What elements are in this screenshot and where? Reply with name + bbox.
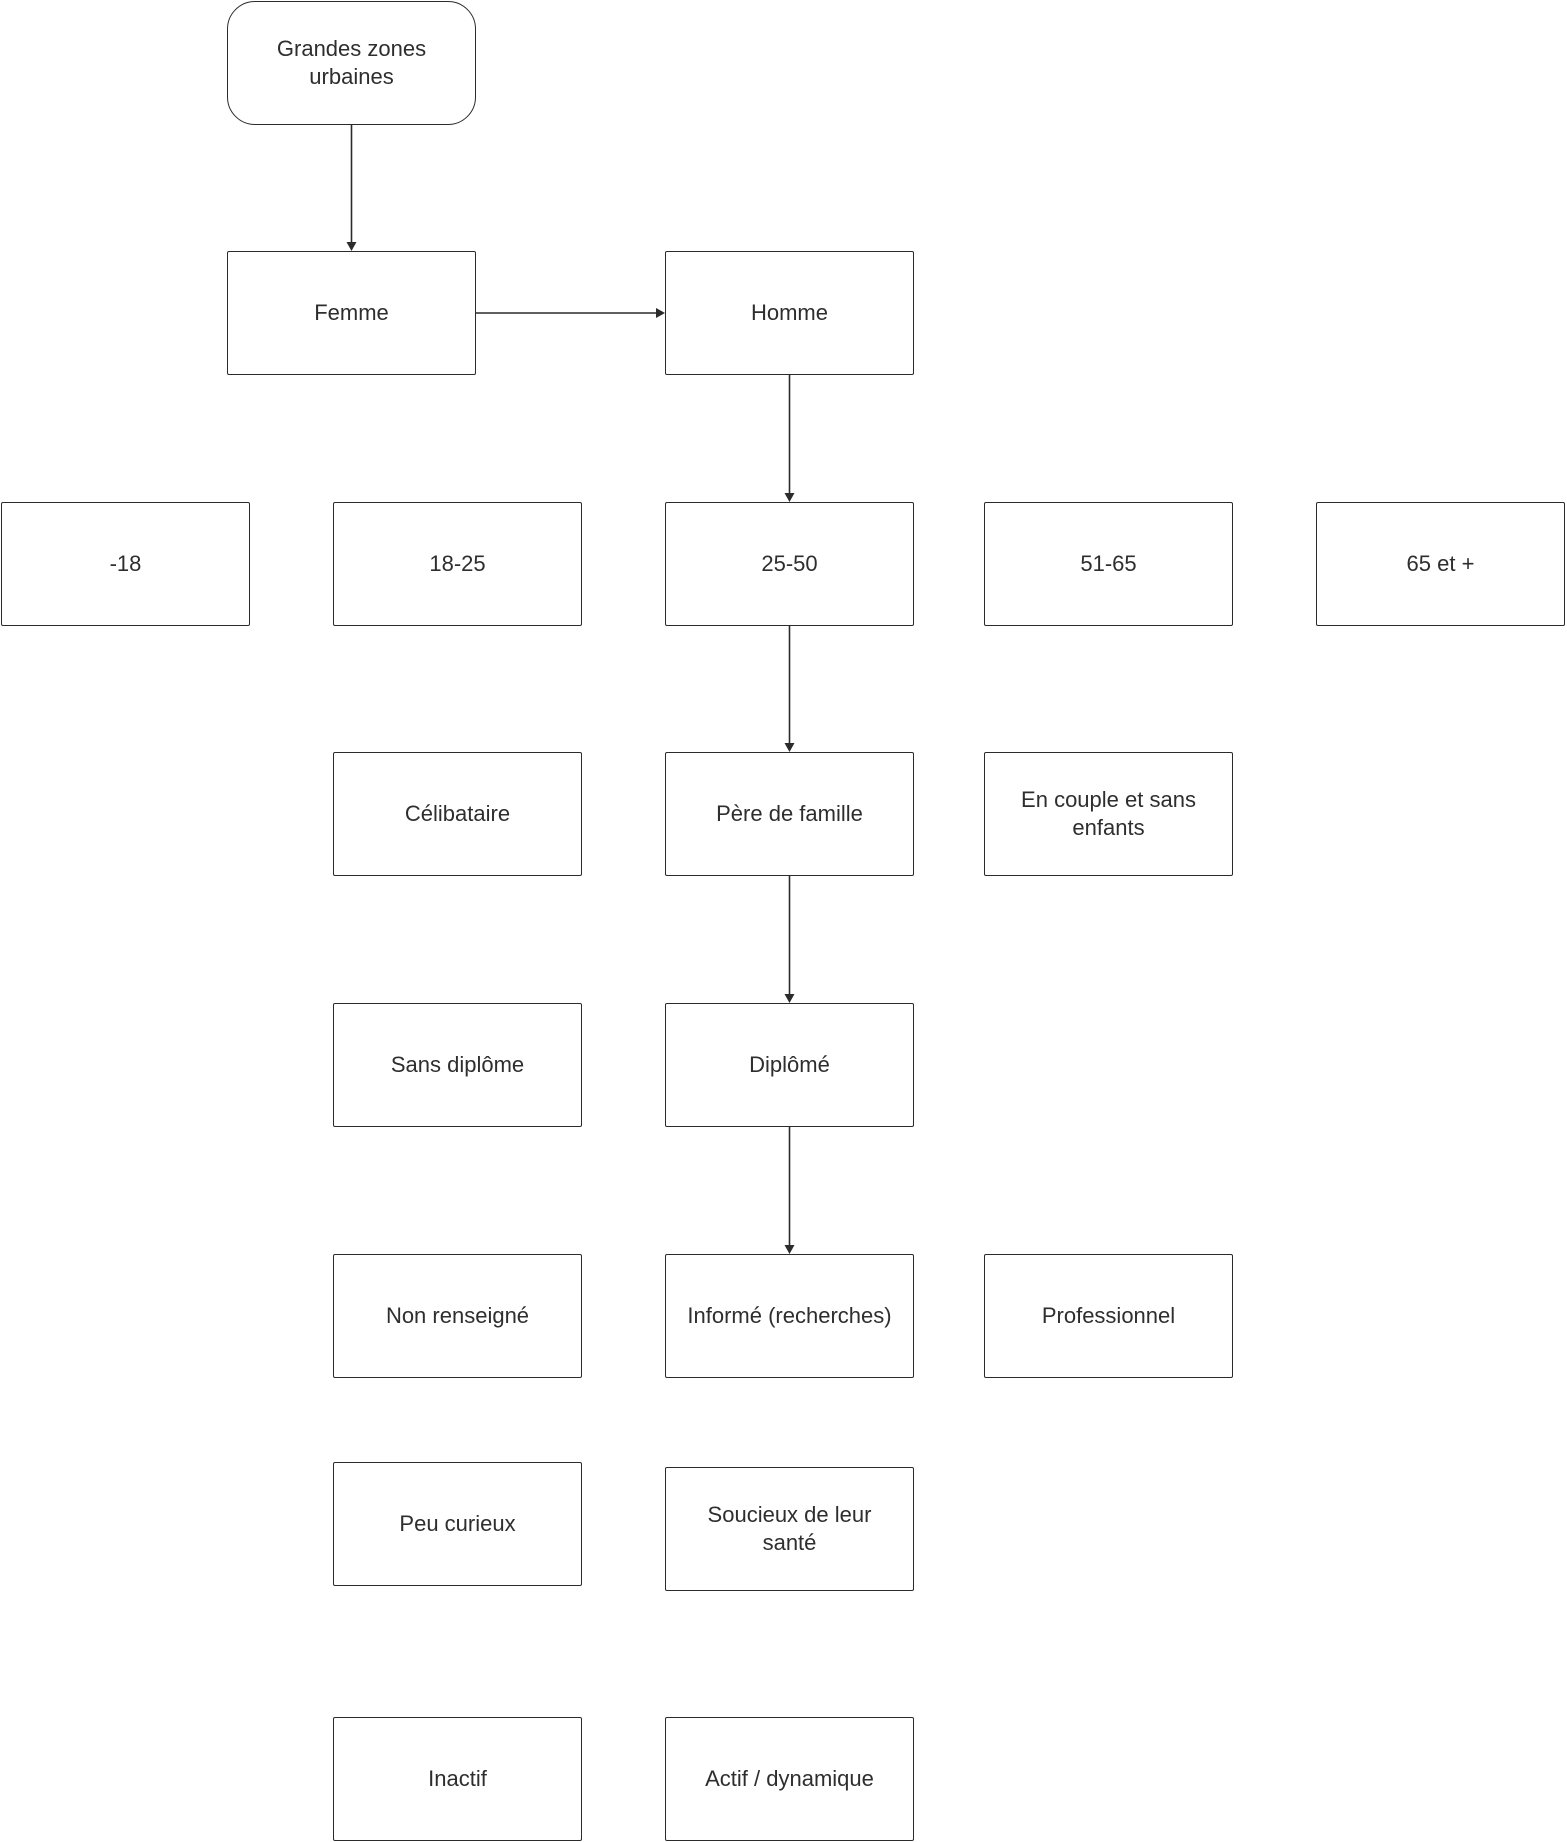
node-age-18-25[interactable]: 18-25 [333,502,582,626]
node-label: Père de famille [716,801,863,826]
node-inactif[interactable]: Inactif [333,1717,582,1841]
node-age-moins-18[interactable]: -18 [1,502,250,626]
node-grandes-zones[interactable]: Grandes zones urbaines [227,1,476,125]
node-label: En couple et sans enfants [1021,787,1196,840]
arrowhead-icon [346,242,357,251]
node-soucieux[interactable]: Soucieux de leur santé [665,1467,914,1591]
node-label: Sans diplôme [390,1052,525,1077]
node-non-renseigne[interactable]: Non renseigné [333,1254,582,1378]
node-homme[interactable]: Homme [665,251,914,375]
node-pere-de-famille[interactable]: Père de famille [665,752,914,876]
arrowhead-icon [784,493,795,502]
node-label: Homme [750,300,828,325]
arrowhead-icon [784,743,795,752]
node-professionnel[interactable]: Professionnel [984,1254,1233,1378]
node-femme[interactable]: Femme [227,251,476,375]
node-label: Femme [314,300,389,325]
arrowhead-icon [656,308,665,318]
node-label: 25-50 [761,551,818,576]
node-age-25-50[interactable]: 25-50 [665,502,914,626]
node-en-couple[interactable]: En couple et sans enfants [984,752,1233,876]
node-label: Célibataire [404,801,511,826]
node-label: Professionnel [1041,1303,1176,1328]
node-label: Diplômé [749,1052,830,1077]
node-label: Peu curieux [399,1511,516,1536]
node-celibataire[interactable]: Célibataire [333,752,582,876]
node-label: Actif / dynamique [705,1766,874,1791]
node-label: Soucieux de leur santé [707,1502,872,1555]
node-label: Informé (recherches) [687,1303,892,1328]
node-peu-curieux[interactable]: Peu curieux [333,1462,582,1586]
node-age-51-65[interactable]: 51-65 [984,502,1233,626]
node-label: 18-25 [429,551,486,576]
node-label: Non renseigné [385,1303,530,1328]
node-label: 51-65 [1080,551,1137,576]
node-diplome[interactable]: Diplômé [665,1003,914,1127]
node-informe[interactable]: Informé (recherches) [665,1254,914,1378]
node-sans-diplome[interactable]: Sans diplôme [333,1003,582,1127]
arrowhead-icon [784,994,795,1003]
node-label: -18 [109,551,142,576]
arrowhead-icon [784,1245,795,1254]
node-actif[interactable]: Actif / dynamique [665,1717,914,1841]
node-age-65-plus[interactable]: 65 et + [1316,502,1565,626]
node-label: 65 et + [1406,551,1475,576]
node-label: Grandes zones urbaines [276,36,427,89]
node-label: Inactif [428,1766,487,1791]
